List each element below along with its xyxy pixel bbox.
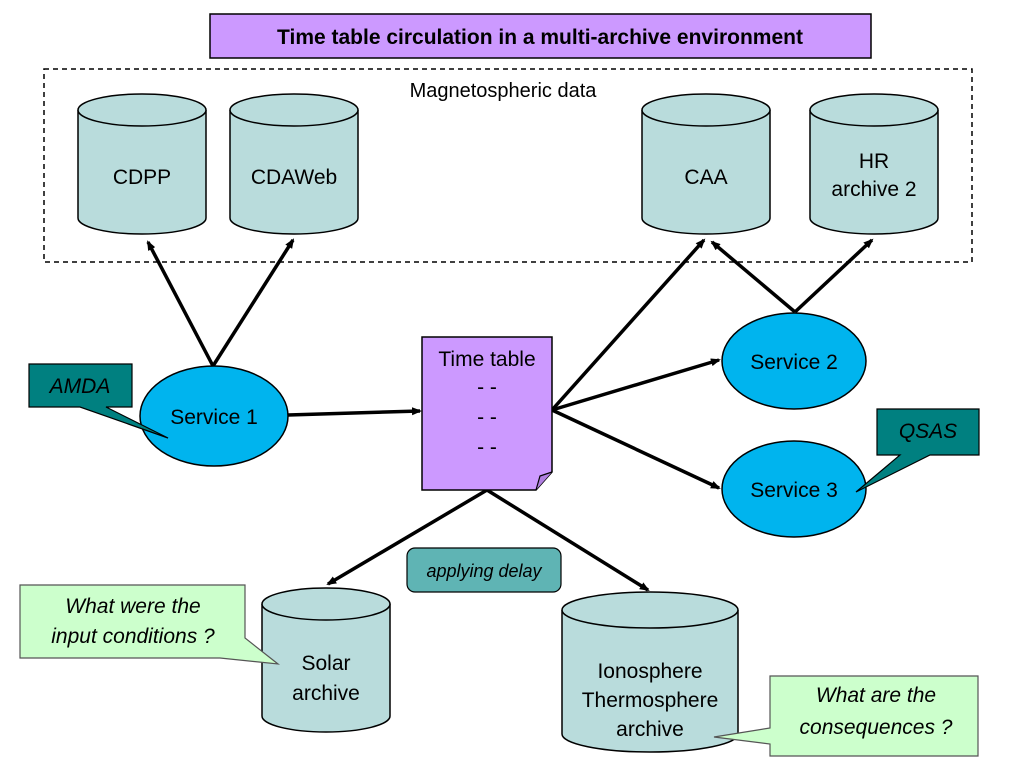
callout-input-line-2: input conditions ? [51, 625, 215, 648]
title-box: Time table circulation in a multi-archiv… [209, 13, 872, 59]
arrow-timetable-to-solar [326, 488, 488, 586]
time-table-document: Time table - - - - - - [421, 336, 553, 491]
callout-qsas-label: QSAS [899, 420, 957, 443]
archive-cdaweb-label: CDAWeb [251, 166, 337, 189]
arrow-service2-to-caa [710, 240, 797, 314]
archive-iono-label-line3: archive [616, 718, 684, 741]
archive-ionosphere-thermosphere: Ionosphere Thermosphere archive [561, 591, 739, 753]
archive-solar: Solar archive [261, 587, 391, 733]
time-table-row-1: - - [477, 376, 497, 399]
callout-input-conditions: What were the input conditions ? [19, 584, 280, 665]
service-1: Service 1 [139, 365, 289, 467]
magnetospheric-group-label: Magnetospheric data [410, 80, 598, 102]
archive-hr-label-line1: HR [859, 150, 889, 173]
callout-consequences: What are the consequences ? [713, 675, 979, 757]
archive-iono-label-line2: Thermosphere [582, 689, 719, 712]
time-table-row-3: - - [477, 436, 497, 459]
service-3: Service 3 [721, 440, 867, 538]
arrow-timetable-to-caa [550, 238, 706, 412]
time-table-title: Time table [438, 348, 535, 371]
archive-cdaweb: CDAWeb [229, 93, 359, 235]
service-3-label: Service 3 [750, 479, 838, 502]
archive-caa: CAA [641, 93, 771, 235]
diagram-title: Time table circulation in a multi-archiv… [277, 26, 803, 49]
archive-caa-label: CAA [684, 166, 727, 189]
arrow-timetable-to-service2 [551, 358, 721, 412]
arrow-service2-to-hr-archive [793, 238, 874, 314]
service-2-label: Service 2 [750, 351, 838, 374]
callout-amda-label: AMDA [48, 375, 111, 398]
callout-qsas: QSAS [855, 408, 980, 493]
magnetospheric-group-box [43, 68, 973, 263]
arrow-service1-to-timetable [287, 407, 422, 417]
archive-hr-label-line2: archive 2 [831, 178, 916, 201]
callout-applying-delay: applying delay [406, 547, 562, 593]
callout-amda: AMDA [28, 363, 169, 439]
archive-cdpp-label: CDPP [113, 166, 171, 189]
callout-consequence-line-2: consequences ? [800, 716, 953, 739]
archive-cdpp: CDPP [77, 93, 207, 235]
arrow-timetable-to-ionosphere [486, 488, 650, 592]
archive-hr-2: HR archive 2 [809, 93, 939, 235]
archive-solar-label-line1: Solar [301, 652, 350, 675]
archive-iono-label-line1: Ionosphere [597, 660, 702, 683]
arrow-service1-to-cdaweb [211, 238, 295, 367]
callout-consequence-line-1: What are the [816, 684, 936, 707]
arrows [146, 238, 874, 592]
callout-delay-label: applying delay [426, 561, 542, 581]
service-1-label: Service 1 [170, 406, 258, 429]
service-2: Service 2 [721, 312, 867, 410]
arrow-timetable-to-service3 [551, 408, 721, 490]
time-table-row-2: - - [477, 406, 497, 429]
arrow-service1-to-cdpp [146, 240, 215, 367]
archive-solar-label-line2: archive [292, 682, 360, 705]
callout-input-line-1: What were the [65, 595, 200, 618]
